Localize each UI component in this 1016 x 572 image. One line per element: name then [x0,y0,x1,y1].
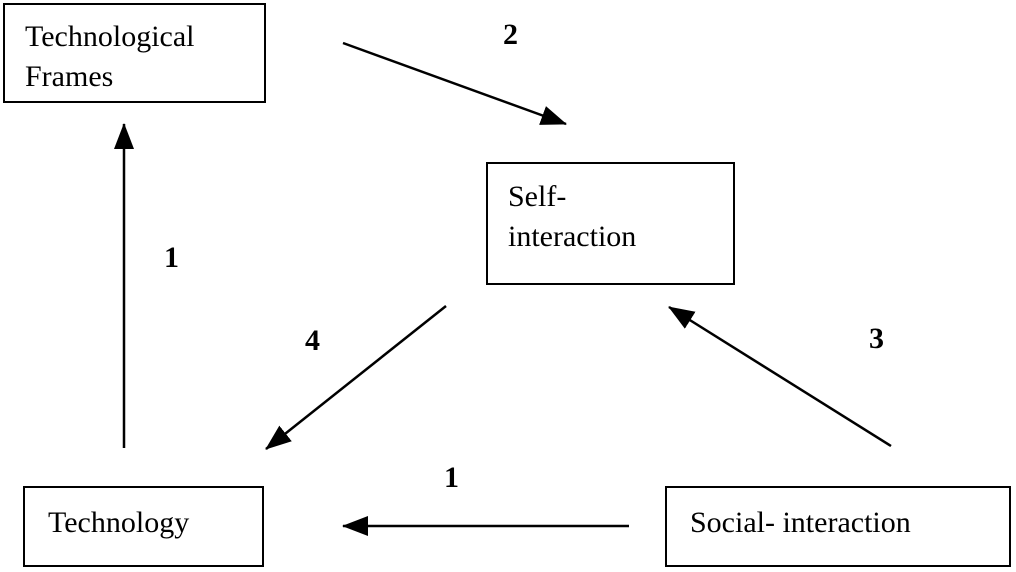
social-interaction-box: Social- interaction [665,486,1011,567]
edge-label-social-to-technology: 1 [444,461,459,494]
edge-label-frames-to-self: 2 [503,18,518,51]
edge-label-self-to-technology: 4 [305,324,320,357]
edge-label-technology-to-frames: 1 [164,241,179,274]
self-interaction-line2: interaction [508,220,637,253]
technological-frames-line1: Technological [25,20,195,53]
arrow-self-to-technology [265,305,447,450]
social-interaction-label: Social- interaction [690,506,911,539]
technological-frames-box: Technological Frames [3,3,266,103]
technology-box: Technology [23,486,264,567]
edge-label-social-to-self: 3 [869,322,884,355]
technology-label: Technology [48,506,190,539]
arrow-frames-to-self [342,41,567,126]
self-interaction-line1: Self- [508,180,567,213]
arrow-social-to-self [668,305,892,448]
self-interaction-box: Self- interaction [486,162,735,285]
technological-frames-line2: Frames [25,60,114,93]
